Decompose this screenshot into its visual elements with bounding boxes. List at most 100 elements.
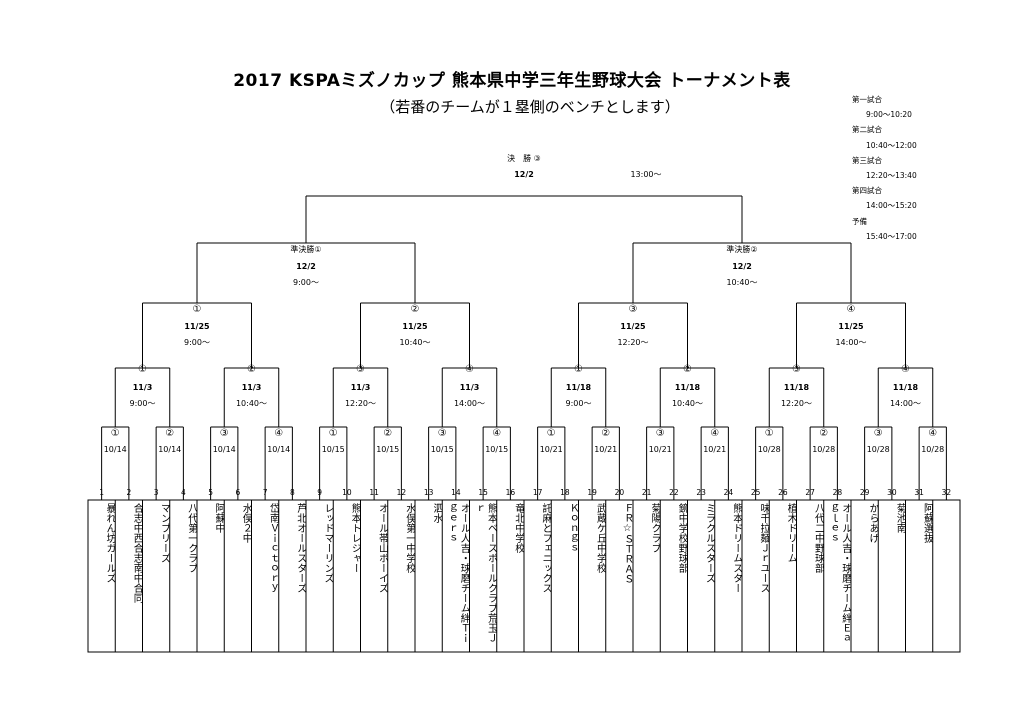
round2-match-time: 10:40～ (235, 399, 268, 408)
team-name: 合志中西合志南中合同 (131, 503, 143, 603)
round2-match-time: 14:00～ (453, 399, 486, 408)
team-number: 19 (587, 488, 597, 497)
team-name: レッドマーリンズ (322, 503, 333, 583)
round2-match-time: 10:40～ (671, 399, 704, 408)
round2-match-date: 11/3 (132, 383, 153, 392)
team-name: 熊本トレジャー (349, 503, 361, 573)
round1-match-date: 10/21 (539, 445, 563, 454)
round2-match-date: 11/3 (350, 383, 371, 392)
round2-match-mark: ③ (792, 364, 801, 375)
round1-match-mark: ③ (437, 428, 447, 439)
schedule-time-2: 10:40～12:00 (866, 140, 917, 150)
team-name: 八代第一クラブ (185, 503, 197, 573)
page-title: 2017 KSPAミズノカップ 熊本県中学三年生野球大会 トーナメント表 (233, 71, 791, 91)
round2-match-mark: ② (683, 364, 692, 375)
team-name: 岱南Ｖｉｃｔｏｒｙ (267, 503, 279, 593)
round1-match-mark: ① (546, 428, 556, 439)
team-name: 託麻とフェニックス (540, 503, 551, 593)
round2-match-mark: ④ (465, 364, 474, 375)
round2-match-time: 9:00～ (565, 399, 592, 408)
team-name: オール人吉・球磨チーム絆Ｅａｇｌｅｓ (827, 503, 851, 643)
schedule-label-1: 第一試合 (852, 95, 882, 104)
round1-match-date: 10/15 (485, 445, 509, 454)
quarterfinal-time: 14:00～ (835, 338, 867, 347)
team-name: 八代二中野球部 (812, 503, 824, 573)
semifinal-label: 準決勝② (726, 245, 758, 254)
semifinal-label: 準決勝① (290, 245, 322, 254)
round1-match-date: 10/15 (430, 445, 454, 454)
team-number: 31 (914, 488, 924, 497)
round2-match-mark: ③ (356, 364, 365, 375)
team-number: 24 (723, 488, 734, 497)
round2-match-date: 11/3 (459, 383, 480, 392)
quarterfinal-mark: ② (410, 304, 420, 315)
round1-match-mark: ④ (492, 428, 502, 439)
schedule-time-1: 9:00～10:20 (866, 110, 912, 120)
round1-match-mark: ④ (710, 428, 720, 439)
schedule-label-4: 第四試合 (852, 186, 882, 196)
team-number: 20 (614, 488, 625, 497)
team-name: 水俣２中 (240, 503, 252, 543)
round1-match-date: 10/21 (594, 445, 618, 454)
team-number: 8 (289, 488, 295, 497)
team-name: 竜北中学校 (512, 503, 524, 553)
round1-match-date: 10/14 (158, 445, 182, 454)
team-number: 18 (560, 488, 570, 497)
team-number: 17 (532, 488, 543, 497)
team-name: 熊本ドリームスター (730, 503, 742, 593)
round2-match-date: 11/18 (565, 383, 592, 392)
team-number: 27 (805, 488, 815, 497)
team-number: 7 (262, 488, 268, 497)
schedule-label-3: 第三試合 (852, 155, 882, 165)
team-number: 32 (941, 488, 952, 497)
team-name: Ｋｏｎｇｓ (567, 503, 579, 553)
team-name: 芦北オールスターズ (294, 503, 306, 593)
team-number: 29 (859, 488, 870, 497)
round2-match-date: 11/3 (241, 383, 262, 392)
round2-match-mark: ④ (901, 364, 910, 375)
team-number: 22 (669, 488, 679, 497)
round2-match-mark: ② (247, 364, 256, 375)
round1-match-mark: ④ (274, 428, 284, 439)
team-number: 5 (208, 488, 214, 497)
team-number: 6 (235, 488, 241, 497)
quarterfinal-date: 11/25 (184, 322, 210, 331)
team-number: 13 (423, 488, 434, 497)
semifinal-time: 10:40～ (726, 278, 758, 287)
team-number: 16 (505, 488, 516, 497)
round1-match-mark: ② (601, 428, 611, 439)
schedule-time-3: 12:20～13:40 (866, 170, 917, 180)
team-name (933, 500, 960, 650)
round2-match-time: 12:20～ (344, 399, 377, 408)
round1-match-mark: ① (764, 428, 774, 439)
schedule-time-5: 15:40～17:00 (866, 231, 917, 241)
round1-match-date: 10/28 (921, 445, 945, 454)
round2-match-date: 11/18 (674, 383, 701, 392)
round1-match-date: 10/28 (866, 445, 890, 454)
quarterfinal-time: 9:00～ (184, 338, 210, 347)
quarterfinal-mark: ① (192, 304, 202, 315)
team-number: 15 (478, 488, 488, 497)
team-name: 菊陽クラブ (649, 503, 660, 553)
team-name: 水俣第一中学校 (403, 503, 415, 573)
round1-match-date: 10/21 (703, 445, 727, 454)
team-number: 11 (369, 488, 379, 497)
round1-match-date: 10/14 (267, 445, 291, 454)
schedule-label-5: 予備 (852, 216, 867, 226)
team-name: からあげ (867, 503, 878, 543)
team-name: 阿蘇選抜 (921, 503, 933, 543)
team-number: 21 (641, 488, 652, 497)
round2-match-time: 9:00～ (129, 399, 156, 408)
team-number: 12 (396, 488, 407, 497)
round1-match-date: 10/28 (757, 445, 781, 454)
quarterfinal-date: 11/25 (402, 322, 428, 331)
team-name: 鏡中学校野球部 (676, 503, 688, 573)
final-label: 決 勝 ③ (507, 154, 541, 163)
team-number: 4 (180, 488, 186, 497)
round2-match-date: 11/18 (783, 383, 810, 392)
quarterfinal-mark: ③ (628, 304, 638, 315)
team-name: 熊本ベースボールクラブ荒玉Ｊｒ (473, 503, 497, 643)
team-name: 植木ドリーム (785, 503, 797, 563)
